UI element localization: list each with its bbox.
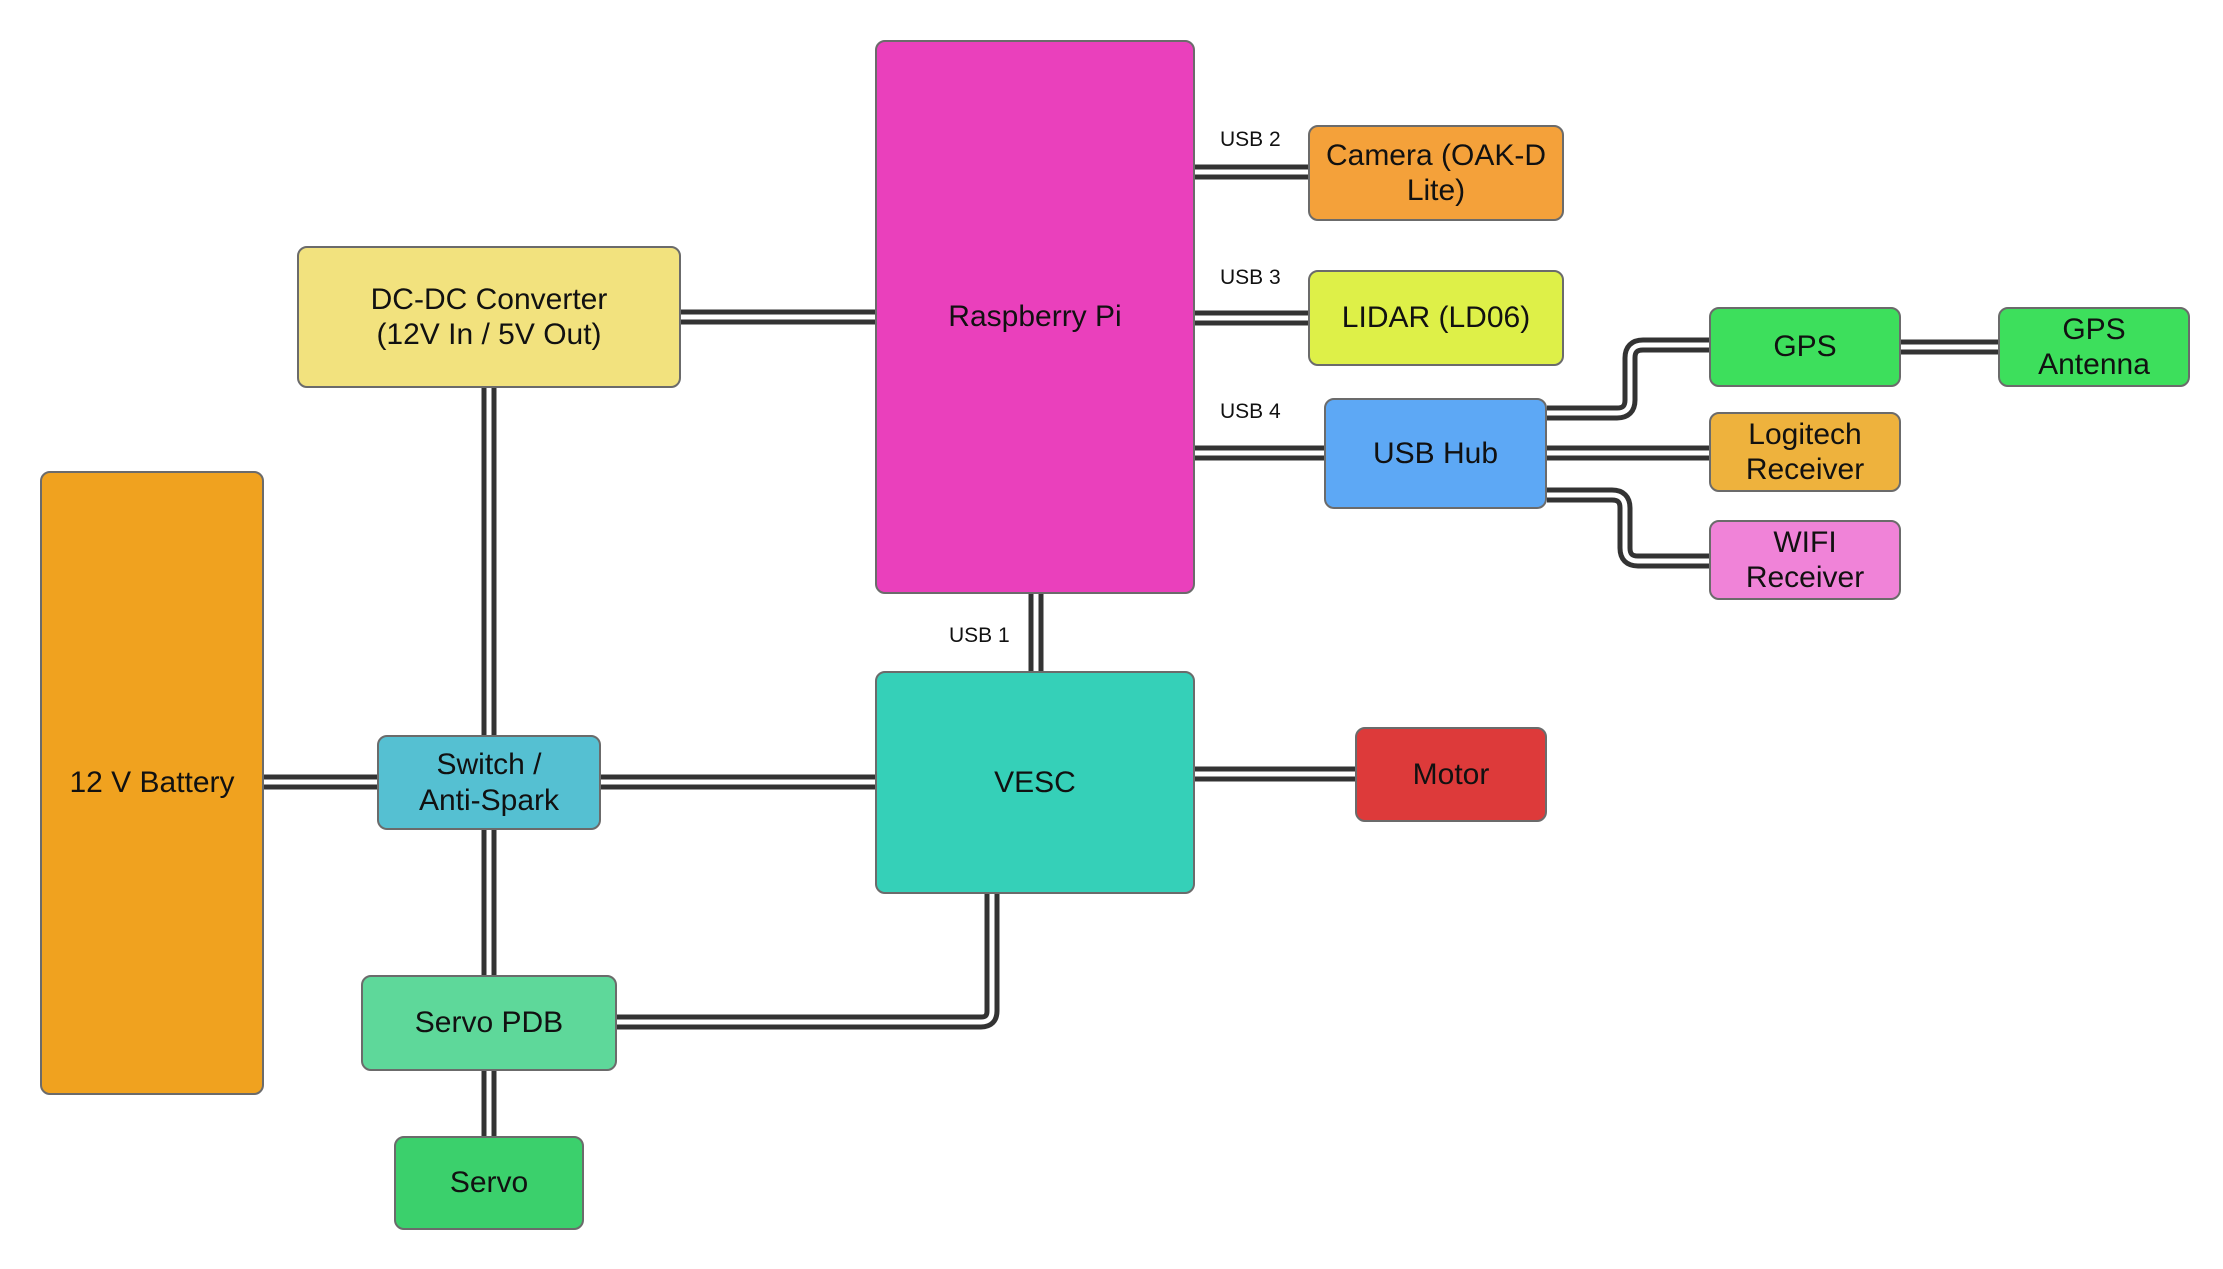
wire-inner-gap — [1547, 492, 1709, 564]
motor-node[interactable]: Motor — [1355, 727, 1547, 822]
node-label: LIDAR (LD06) — [1341, 301, 1531, 335]
node-label: GPS Antenna — [2038, 312, 2150, 381]
gps-node[interactable]: GPS — [1709, 307, 1901, 387]
node-label: WIFI Receiver — [1745, 525, 1865, 594]
wire-inner-gap — [617, 894, 995, 1025]
node-label: Servo — [449, 1166, 529, 1200]
port-label-usb2: USB 2 — [1220, 128, 1281, 151]
node-label: GPS — [1773, 330, 1837, 364]
camera-node[interactable]: Camera (OAK-D Lite) — [1308, 125, 1564, 221]
logitech-receiver-node[interactable]: Logitech Receiver — [1709, 412, 1901, 492]
wire-outer-stroke — [617, 894, 1000, 1030]
servo-node[interactable]: Servo — [394, 1136, 584, 1230]
wire-outer-stroke — [1547, 487, 1709, 569]
node-label: DC-DC Converter (12V In / 5V Out) — [370, 282, 608, 351]
switch-antispark-node[interactable]: Switch / Anti-Spark — [377, 735, 601, 830]
node-label: Camera (OAK-D Lite) — [1325, 138, 1547, 207]
port-label-usb1: USB 1 — [949, 624, 1010, 647]
node-label: Switch / Anti-Spark — [418, 748, 560, 817]
battery-node[interactable]: 12 V Battery — [40, 471, 264, 1095]
gps-antenna-node[interactable]: GPS Antenna — [1998, 307, 2190, 387]
lidar-node[interactable]: LIDAR (LD06) — [1308, 270, 1564, 366]
port-label-usb3: USB 3 — [1220, 266, 1281, 289]
usb-hub-node[interactable]: USB Hub — [1324, 398, 1547, 509]
raspberry-pi-node[interactable]: Raspberry Pi — [875, 40, 1195, 594]
wire-inner-gap — [1547, 342, 1709, 416]
wifi-receiver-node[interactable]: WIFI Receiver — [1709, 520, 1901, 600]
node-label: Motor — [1412, 757, 1490, 791]
node-label: Logitech Receiver — [1745, 417, 1865, 486]
node-label: VESC — [994, 765, 1076, 799]
servo-pdb-node[interactable]: Servo PDB — [361, 975, 617, 1071]
port-label-usb4: USB 4 — [1220, 400, 1281, 423]
node-label: 12 V Battery — [69, 766, 235, 800]
wire-usbhub-to-wifi — [1547, 487, 1709, 569]
vesc-node[interactable]: VESC — [875, 671, 1195, 894]
node-label: Raspberry Pi — [948, 300, 1122, 334]
node-label: USB Hub — [1372, 436, 1499, 470]
wire-vesc-to-servopdb — [617, 894, 1000, 1030]
wire-usbhub-to-gps — [1547, 337, 1709, 421]
dcdc-converter-node[interactable]: DC-DC Converter (12V In / 5V Out) — [297, 246, 681, 388]
node-label: Servo PDB — [414, 1006, 564, 1040]
